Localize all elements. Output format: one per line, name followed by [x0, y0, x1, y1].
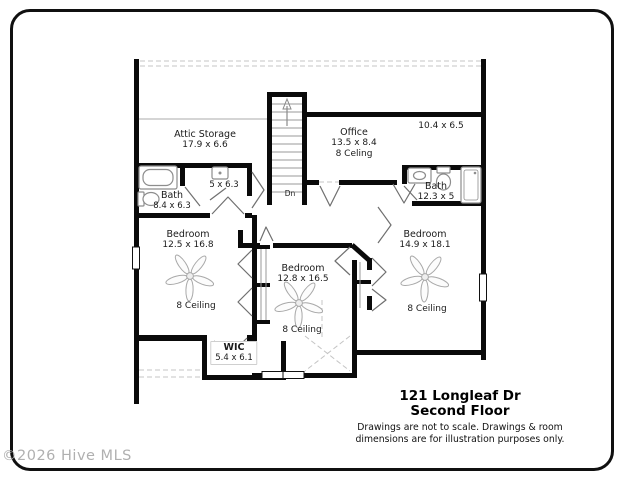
closet-rod-lines: [260, 249, 361, 320]
small-closet-label: 5 x 6.3: [209, 180, 239, 190]
staircase-icon: [272, 97, 302, 193]
stairs-dn-label: Dn: [284, 189, 296, 198]
bathtub-icon: [138, 165, 178, 190]
ceiling-fan-right-icon: [399, 253, 451, 303]
address-title: 121 Longleaf Dr: [399, 388, 521, 404]
wic-label: WIC 5.4 x 6.1: [210, 341, 258, 365]
roof-dashed-lines: [139, 60, 481, 378]
bedroom-right-ceiling-label: 8 Ceiling: [407, 304, 447, 314]
sink-small-room-icon: [211, 166, 229, 180]
bonus-area-label: 10.4 x 6.5: [418, 121, 464, 131]
window-symbols: [132, 246, 487, 379]
disclaimer-line-1: Drawings are not to scale. Drawings & ro…: [357, 422, 563, 433]
plan-title-block: 121 Longleaf Dr Second Floor Drawings ar…: [356, 389, 565, 445]
ceiling-fan-left-icon: [164, 252, 216, 302]
bedroom-left-ceiling-label: 8 Ceiling: [176, 301, 216, 311]
mls-watermark: ©2026 Hive MLS: [2, 448, 132, 464]
toilet-left-icon: [137, 191, 160, 207]
office-label: Office 13.5 x 8.4 8 Celing: [331, 127, 377, 159]
walls: [134, 59, 486, 404]
bedroom-center-ceiling-label: 8 Ceiling: [282, 325, 322, 335]
sink-right-bath-icon: [407, 167, 432, 184]
bedroom-left-label: Bedroom 12.5 x 16.8: [162, 229, 214, 250]
angled-wall: [350, 243, 372, 263]
bedroom-center-label: Bedroom 12.8 x 16.5: [277, 263, 329, 284]
toilet-right-icon: [435, 166, 452, 191]
ceiling-fan-center-icon: [273, 279, 325, 329]
image-border: [10, 9, 614, 471]
bath-right-label: Bath 12.3 x 5: [417, 181, 455, 202]
bath-left-label: Bath 8.4 x 6.3: [153, 190, 191, 211]
bedroom-right-label: Bedroom 14.9 x 18.1: [399, 229, 451, 250]
attic-storage-label: Attic Storage 17.9 x 6.6: [174, 129, 236, 150]
stairs-up-arrow-icon: [282, 97, 292, 126]
shower-icon: [460, 166, 482, 204]
floor-title: Second Floor: [410, 403, 510, 419]
disclaimer-line-2: dimensions are for illustration purposes…: [355, 433, 565, 445]
